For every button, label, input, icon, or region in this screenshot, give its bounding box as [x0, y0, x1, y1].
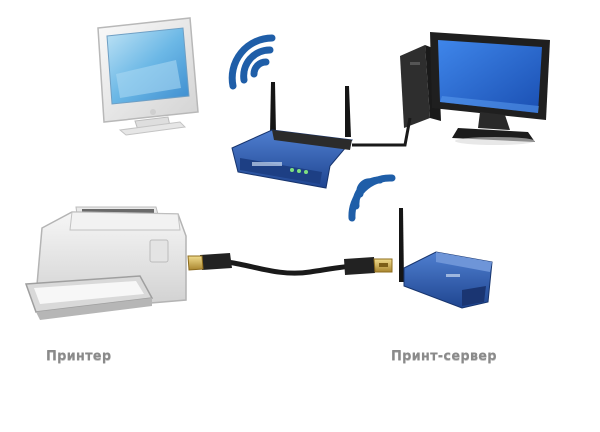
imac-icon: [97, 17, 199, 136]
printer-icon: [24, 206, 187, 320]
print-server-icon: [399, 208, 493, 309]
printer-label: Принтер: [46, 349, 112, 364]
wifi-signal-icon: [348, 174, 396, 222]
usb-cable-icon: [187, 253, 393, 276]
wifi-signal-icon: [228, 34, 276, 90]
print-server-label: Принт-сервер: [391, 349, 497, 364]
desktop-pc-icon: [400, 32, 550, 145]
router-icon: [231, 82, 412, 189]
